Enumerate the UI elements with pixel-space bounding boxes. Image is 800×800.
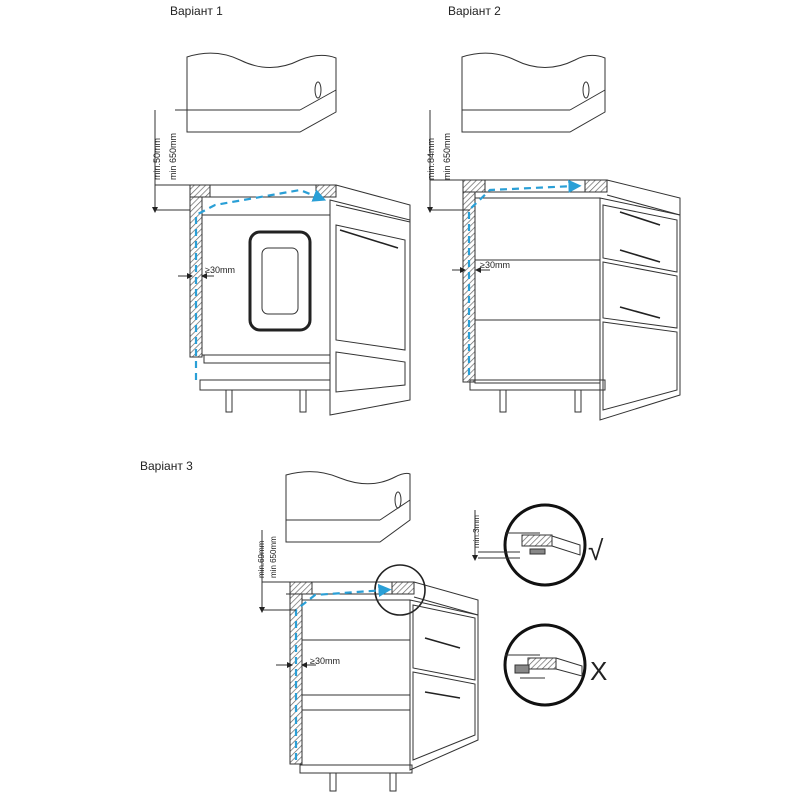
dimensions: min.50mm min 650mm ≥30mm [152,109,235,279]
side-clearance-label: ≥30mm [480,260,510,270]
variant-2: Варіант 2 [426,4,681,421]
countertop [286,564,479,765]
side-clearance-label: ≥30mm [205,265,235,275]
detail-wrong: X [503,623,607,707]
side-clearance-label: ≥30mm [310,656,340,666]
variant-1: Варіант 1 [152,4,411,416]
dimensions: min.84mm min 650mm ≥30mm [426,110,510,273]
variant-2-title: Варіант 2 [448,4,501,18]
airflow-arrows [194,188,327,380]
height-label: min 650mm [269,536,278,578]
cabinet [199,199,411,416]
correct-mark: √ [588,535,604,566]
variant-3-title: Варіант 3 [140,459,193,473]
height-label: min 650mm [442,133,452,180]
dimensions: min.69mm min 650mm ≥30mm [257,530,340,668]
airflow-arrows [467,179,582,375]
airflow-arrows [294,583,392,760]
gap-label: min.69mm [257,540,266,578]
range-hood [186,52,337,133]
gap-label: min.84mm [426,138,436,180]
variant-1-title: Варіант 1 [170,4,223,18]
variant-3: Варіант 3 [140,459,479,792]
countertop [462,179,681,383]
range-hood [285,471,411,543]
gap-label: min.50mm [152,138,162,180]
detail-gap-label: min.3mm [472,515,481,548]
cabinet-drawers [469,197,681,421]
range-hood [461,52,606,133]
wrong-mark: X [590,656,607,686]
height-label: min 650mm [168,133,178,180]
detail-correct: min.3mm √ [472,503,604,587]
cabinet-drawers [299,599,479,792]
